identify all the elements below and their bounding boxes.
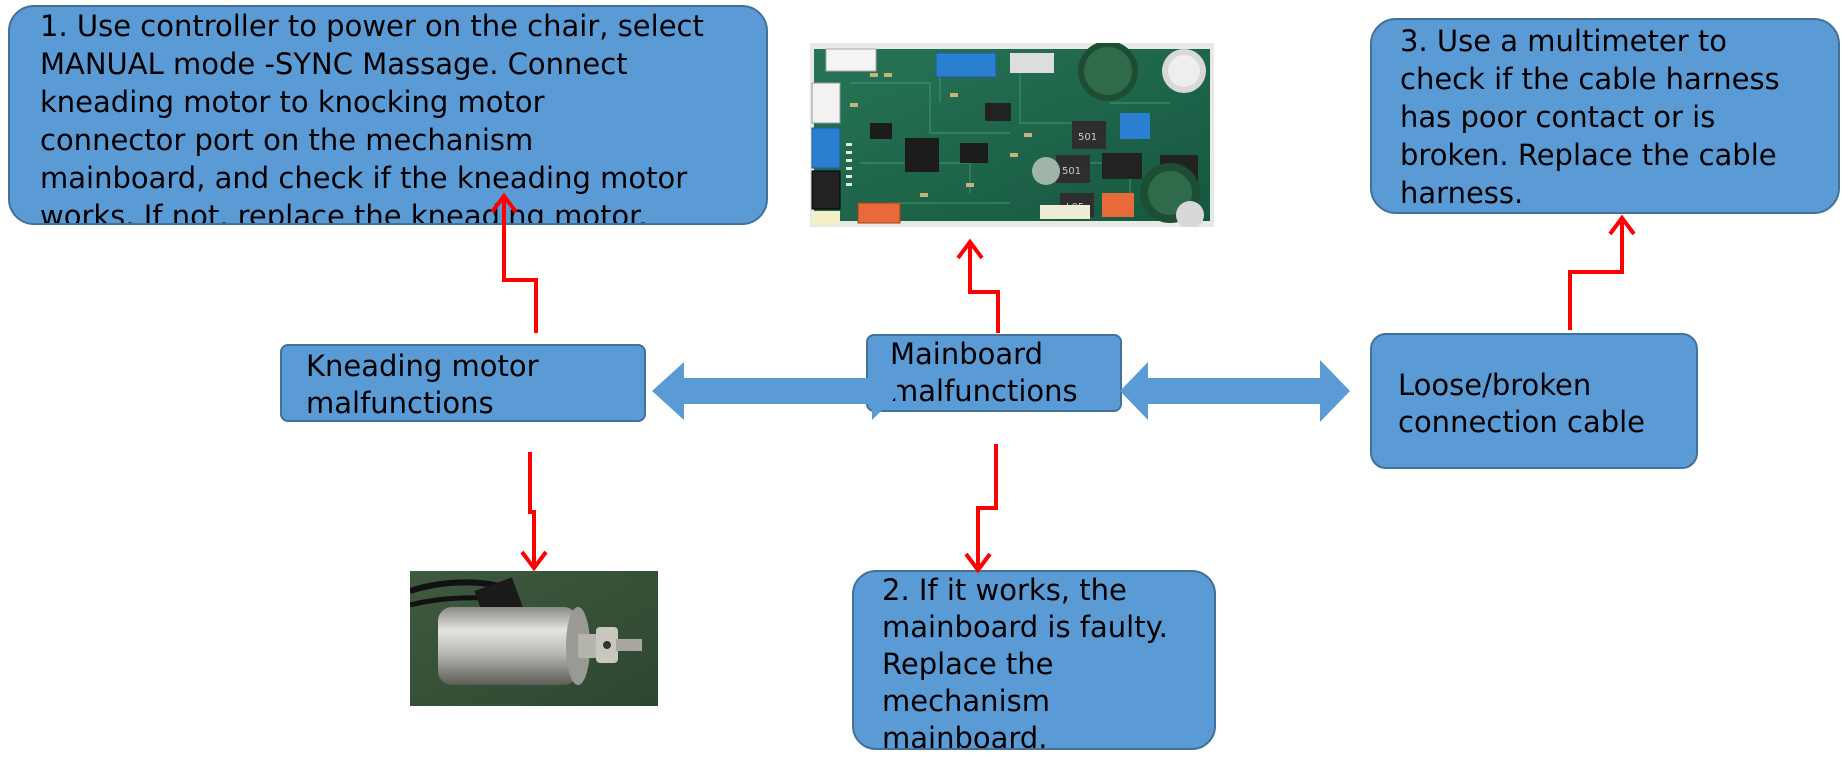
red-connector-cable-up xyxy=(1570,222,1622,330)
red-connector-kneading-up xyxy=(504,200,536,333)
red-connector-mainboard-up xyxy=(970,246,998,333)
red-connector-mainboard-down xyxy=(978,444,996,566)
red-connector-kneading-down xyxy=(530,452,534,564)
double-arrow-right xyxy=(1120,360,1350,422)
double-arrow-left xyxy=(652,362,902,420)
